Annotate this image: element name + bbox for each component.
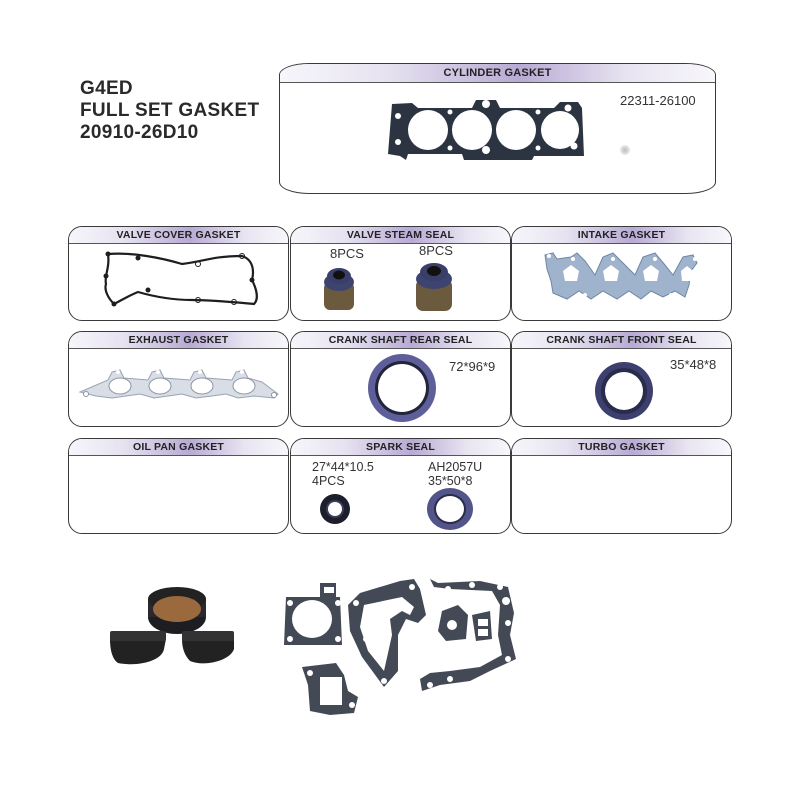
spark-seal-small-image: [320, 494, 350, 524]
panel-header: CYLINDER GASKET: [280, 64, 715, 83]
valve-cover-gasket-image: [103, 251, 258, 307]
cylinder-head-gasket-image: [388, 100, 584, 160]
spark-seal-left-qty: 4PCS: [312, 474, 345, 488]
panel-header: VALVE COVER GASKET: [69, 227, 288, 244]
engine-code: G4ED: [80, 78, 133, 99]
misc-gaskets-image: [284, 579, 516, 715]
spark-seal-right-size: 35*50*8: [428, 474, 473, 488]
exhaust-gasket-image: [78, 369, 279, 399]
panel-cylinder-gasket: CYLINDER GASKET: [279, 63, 716, 194]
panel-oil-pan-gasket: OIL PAN GASKET: [68, 438, 289, 534]
panel-spark-seal: SPARK SEAL: [290, 438, 511, 534]
product-part-number: 20910-26D10: [80, 122, 199, 143]
crank-front-seal-size: 35*48*8: [670, 357, 717, 372]
panel-header: SPARK SEAL: [291, 439, 510, 456]
smudge-mark: [620, 145, 630, 155]
panel-header: INTAKE GASKET: [512, 227, 731, 244]
spark-seal-right-code: AH2057U: [428, 460, 483, 474]
cam-plug-seals-image: [110, 587, 234, 665]
cylinder-gasket-part-number: 22311-26100: [620, 93, 696, 108]
panel-header: VALVE STEAM SEAL: [291, 227, 510, 244]
panel-valve-stem-seal: VALVE STEAM SEAL: [290, 226, 511, 321]
panel-turbo-gasket: TURBO GASKET: [511, 438, 732, 534]
panel-header: CRANK SHAFT REAR SEAL: [291, 332, 510, 349]
panel-header: EXHAUST GASKET: [69, 332, 288, 349]
crank-rear-seal-size: 72*96*9: [449, 359, 496, 374]
valve-seal-qty-right: 8PCS: [419, 243, 453, 258]
panel-header: OIL PAN GASKET: [69, 439, 288, 456]
product-name: FULL SET GASKET: [80, 100, 260, 121]
panel-intake-gasket: INTAKE GASKET: [511, 226, 732, 321]
crank-shaft-rear-seal-image: [368, 354, 436, 422]
intake-gasket-image: [544, 252, 698, 300]
crank-shaft-front-seal-image: [595, 362, 653, 420]
product-title-block: G4ED FULL SET GASKET 20910-26D10: [80, 78, 259, 144]
valve-seal-qty-left: 8PCS: [330, 246, 364, 261]
panel-header: CRANK SHAFT FRONT SEAL: [512, 332, 731, 349]
panel-header: TURBO GASKET: [512, 439, 731, 456]
valve-stem-seal-right-image: [416, 263, 452, 311]
spark-seal-large-image: [427, 488, 473, 530]
valve-stem-seal-left-image: [324, 268, 354, 310]
spark-seal-left-size: 27*44*10.5: [312, 460, 374, 474]
